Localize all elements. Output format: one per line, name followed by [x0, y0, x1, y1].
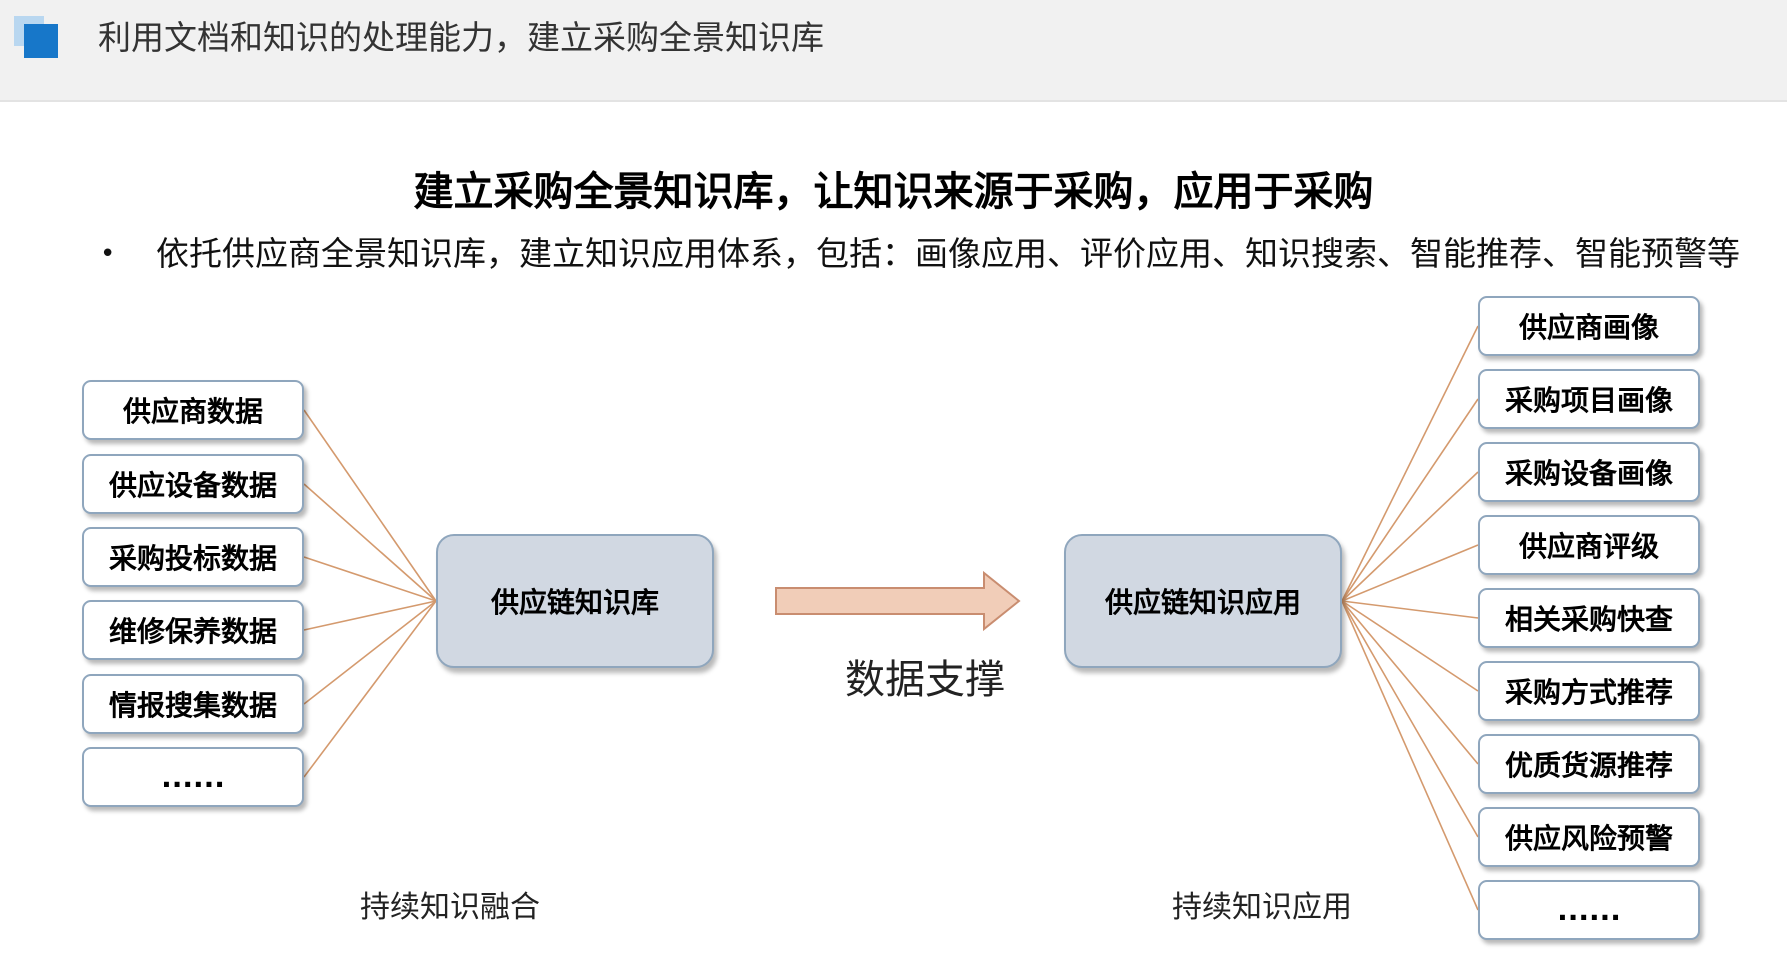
hub-knowledge-application: 供应链知识应用 [1064, 534, 1342, 668]
main-title: 建立采购全景知识库，让知识来源于采购，应用于采购 [413, 169, 1374, 215]
bullet-point: • 依托供应商全景知识库，建立知识应用体系，包括：画像应用、评价应用、知识搜索、智… [100, 232, 1740, 276]
header-bar: 利用文档和知识的处理能力，建立采购全景知识库 [0, 0, 1787, 102]
bullet-text: 依托供应商全景知识库，建立知识应用体系，包括：画像应用、评价应用、知识搜索、智能… [156, 234, 1740, 273]
header-title: 利用文档和知识的处理能力，建立采购全景知识库 [98, 18, 824, 57]
source-connector-line [303, 483, 437, 602]
source-box-maintenance-data: 维修保养数据 [82, 600, 304, 660]
application-connector-line [1341, 600, 1479, 838]
source-box-intelligence-data: 情报搜集数据 [82, 674, 304, 734]
source-connector-line [303, 600, 437, 778]
app-box-source-recommendation: 优质货源推荐 [1478, 734, 1700, 794]
app-box-method-recommendation: 采购方式推荐 [1478, 661, 1700, 721]
right-footer-label: 持续知识应用 [1172, 890, 1352, 925]
app-box-project-profile: 采购项目画像 [1478, 369, 1700, 429]
source-connector-line [303, 600, 437, 705]
application-connector-line [1341, 398, 1479, 602]
app-box-equipment-profile: 采购设备画像 [1478, 442, 1700, 502]
app-box-supplier-profile: 供应商画像 [1478, 296, 1700, 356]
app-box-quick-lookup: 相关采购快查 [1478, 588, 1700, 648]
source-box-equipment-data: 供应设备数据 [82, 454, 304, 514]
source-connector-line [303, 556, 437, 602]
application-connector-line [1341, 600, 1479, 619]
app-box-more: ...... [1478, 880, 1700, 940]
application-connector-line [1341, 325, 1479, 602]
application-connector-line [1341, 544, 1479, 602]
arrow-label: 数据支撑 [845, 657, 1005, 703]
application-connector-line [1341, 471, 1479, 602]
bullet-dot-icon: • [100, 239, 116, 269]
application-connector-line [1341, 600, 1479, 692]
hub-knowledge-base: 供应链知识库 [436, 534, 714, 668]
source-box-more: ...... [82, 747, 304, 807]
app-box-supplier-rating: 供应商评级 [1478, 515, 1700, 575]
logo-square [24, 24, 58, 58]
application-connector-line [1341, 600, 1479, 911]
source-connector-line [303, 600, 437, 631]
left-footer-label: 持续知识融合 [360, 890, 540, 925]
app-box-risk-warning: 供应风险预警 [1478, 807, 1700, 867]
source-box-bidding-data: 采购投标数据 [82, 527, 304, 587]
source-connector-line [303, 409, 437, 602]
application-connector-line [1341, 600, 1479, 765]
right-arrow-icon [775, 570, 1021, 632]
source-box-supplier-data: 供应商数据 [82, 380, 304, 440]
